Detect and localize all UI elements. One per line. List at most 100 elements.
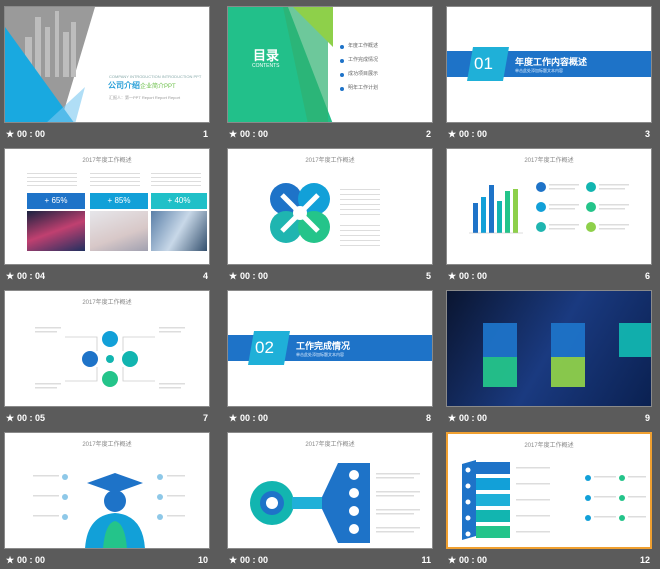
slide-5-title: 2017年度工作概述	[305, 158, 355, 164]
slide-timing: 00 : 00	[240, 271, 269, 281]
star-icon: ★	[448, 129, 457, 139]
slide-thumb-9[interactable]: ★ 00 : 00 9	[446, 290, 652, 427]
slide-timing: 00 : 00	[459, 413, 488, 423]
slide-1-title-secondary: 企业简介PPT	[140, 84, 176, 90]
star-icon: ★	[448, 413, 457, 423]
slide-4-photo-city	[27, 211, 85, 251]
slide-number: 3	[644, 129, 650, 139]
slide-4-percent-1: + 65%	[27, 193, 85, 209]
slide-thumb-1[interactable]: COMPANY INTRODUCTION INTRODUCTION PPT 公司…	[4, 6, 210, 143]
slide-thumb-4[interactable]: 2017年度工作概述 + 65% + 85% + 40% ★ 00 : 04 4	[4, 148, 210, 285]
slide-10-graduate-graphic	[33, 473, 185, 548]
slide-number: 8	[425, 413, 431, 423]
star-icon: ★	[448, 555, 457, 565]
slide-11-canvas: 2017年度工作概述	[227, 432, 433, 549]
slide-1-meta: ★ 00 : 00 1	[4, 127, 210, 141]
slide-number: 9	[644, 413, 650, 423]
slide-8-title: 工作完成情况	[296, 341, 351, 351]
slide-10-canvas: 2017年度工作概述	[4, 432, 210, 549]
slide-thumb-5[interactable]: 2017年度工作概述 ★ 00 : 00 5	[227, 148, 433, 285]
slide-8-canvas: 02 工作完成情况 单击此处添加标题文本内容	[227, 290, 433, 407]
slide-3-meta: ★ 00 : 00 3	[446, 127, 652, 141]
slide-timing: 00 : 00	[459, 271, 488, 281]
slide-7-meta: ★ 00 : 05 7	[4, 411, 210, 425]
slide-2-heading-en: CONTENTS	[252, 63, 280, 69]
slide-timing: 00 : 04	[17, 271, 46, 281]
slide-thumb-11[interactable]: 2017年度工作概述 ★ 00 : 00 11	[227, 432, 433, 569]
slide-thumb-3[interactable]: 01 年度工作内容概述 单击此处添加标题文本内容 ★ 00 : 00 3	[446, 6, 652, 143]
star-icon: ★	[229, 413, 238, 423]
slide-1-graphic	[5, 7, 95, 122]
slide-5-text-block	[340, 189, 380, 219]
slide-number: 10	[197, 555, 208, 565]
slide-10-meta: ★ 00 : 00 10	[4, 553, 210, 567]
slide-1-title: 公司介绍企业简介PPT	[108, 80, 176, 91]
slide-number: 2	[425, 129, 431, 139]
slide-timing: 00 : 00	[459, 129, 488, 139]
contents-item-label: 明年工作计划	[348, 85, 379, 91]
slide-7-title: 2017年度工作概述	[82, 300, 132, 306]
slide-thumb-7[interactable]: 2017年度工作概述 ★ 00 : 05 7	[4, 290, 210, 427]
slide-number: 1	[202, 129, 208, 139]
slide-11-key-graphic	[250, 463, 420, 543]
contents-item-label: 成功项目展示	[348, 71, 379, 77]
slide-5-canvas: 2017年度工作概述	[227, 148, 433, 265]
slide-4-meta: ★ 00 : 04 4	[4, 269, 210, 283]
slide-number: 12	[639, 555, 650, 565]
slide-7-diagram	[35, 327, 185, 389]
slide-timing: 00 : 00	[459, 555, 488, 565]
slide-2-graphic	[228, 7, 333, 122]
slide-number: 7	[202, 413, 208, 423]
slide-4-photo-building	[151, 211, 207, 251]
contents-item-label: 年度工作概述	[348, 43, 379, 49]
slide-6-title: 2017年度工作概述	[524, 158, 574, 164]
slide-number: 11	[421, 555, 431, 565]
slide-thumb-2[interactable]: 目录 CONTENTS 年度工作概述 工作完成情况 成功项目展示 明年工作计划 …	[227, 6, 433, 143]
slide-timing: 00 : 05	[17, 413, 46, 423]
star-icon: ★	[229, 129, 238, 139]
star-icon: ★	[448, 271, 457, 281]
slide-3-badge: 01	[474, 54, 493, 73]
slide-4-photo-desk	[90, 211, 148, 251]
slide-3-canvas: 01 年度工作内容概述 单击此处添加标题文本内容	[446, 6, 652, 123]
slide-2-meta: ★ 00 : 00 2	[227, 127, 433, 141]
slide-9-tile	[551, 357, 585, 387]
slide-number: 6	[644, 271, 650, 281]
slide-8-badge: 02	[255, 338, 274, 357]
slide-thumb-8[interactable]: 02 工作完成情况 单击此处添加标题文本内容 ★ 00 : 00 8	[227, 290, 433, 427]
star-icon: ★	[229, 271, 238, 281]
slide-number: 5	[425, 271, 431, 281]
slide-thumb-6[interactable]: 2017年度工作概述 ★ 00 : 00 6	[446, 148, 652, 285]
slide-6-meta: ★ 00 : 00 6	[446, 269, 652, 283]
slide-10-title: 2017年度工作概述	[82, 442, 132, 448]
slide-9-tile	[483, 323, 517, 357]
slide-6-icon-grid	[536, 182, 629, 232]
star-icon: ★	[229, 555, 238, 565]
slide-5-text-block	[340, 225, 380, 247]
slide-4-percent-3: + 40%	[151, 193, 207, 209]
slide-number: 4	[202, 271, 208, 281]
slide-4-text-block	[27, 173, 77, 187]
slide-8-badge-shape	[248, 331, 290, 365]
slide-6-canvas: 2017年度工作概述	[446, 148, 652, 265]
slide-thumb-10[interactable]: 2017年度工作概述 ★ 00 : 00 10	[4, 432, 210, 569]
slide-1-title-main: 公司介绍	[108, 81, 140, 90]
slide-4-title: 2017年度工作概述	[82, 158, 132, 164]
slide-4-percent-2: + 85%	[90, 193, 148, 209]
bullet-icon	[340, 87, 344, 91]
slide-1-subtitle: COMPANY INTRODUCTION INTRODUCTION PPT	[109, 74, 202, 79]
slide-9-background	[447, 291, 651, 406]
slide-8-subtitle: 单击此处添加标题文本内容	[296, 352, 344, 357]
slide-8-meta: ★ 00 : 00 8	[227, 411, 433, 425]
slide-12-title: 2017年度工作概述	[524, 443, 574, 449]
slide-timing: 00 : 00	[240, 555, 269, 565]
slide-thumb-12[interactable]: 2017年度工作概述 ★ 00 : 00 12	[446, 432, 652, 569]
contents-item-label: 工作完成情况	[348, 57, 379, 63]
slide-timing: 00 : 00	[240, 129, 269, 139]
slide-7-canvas: 2017年度工作概述	[4, 290, 210, 407]
star-icon: ★	[6, 555, 15, 565]
star-icon: ★	[6, 271, 15, 281]
slide-9-tile	[483, 357, 517, 387]
slide-6-bar-graphic	[469, 185, 523, 234]
slide-3-subtitle: 单击此处添加标题文本内容	[515, 68, 563, 73]
